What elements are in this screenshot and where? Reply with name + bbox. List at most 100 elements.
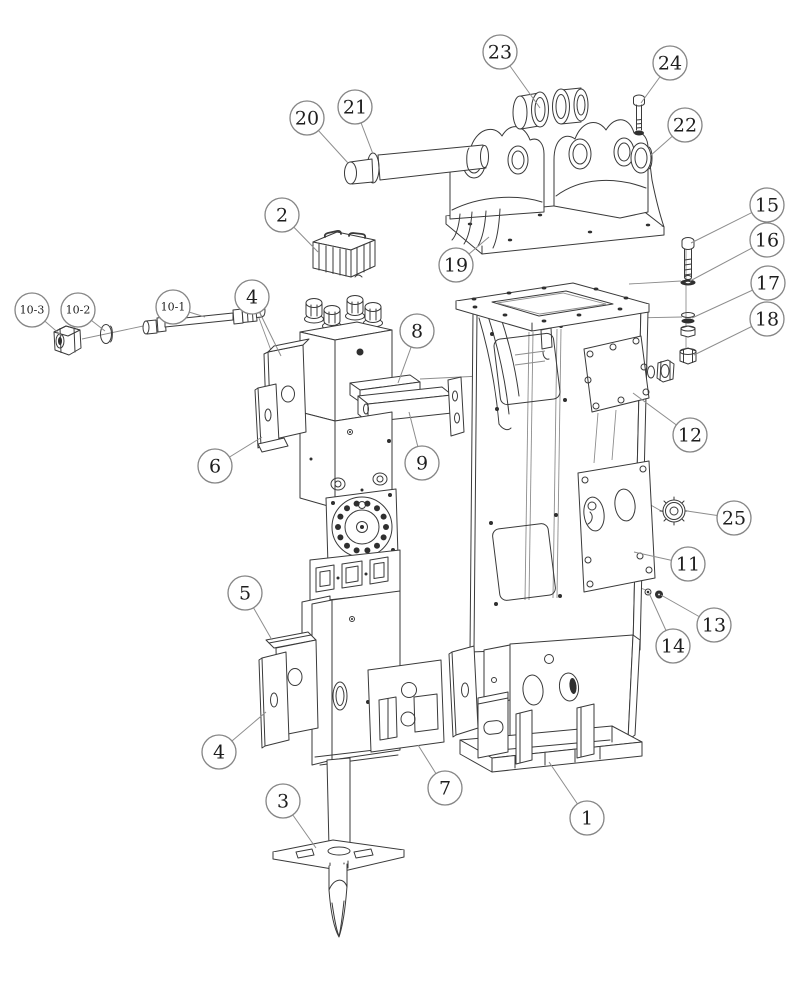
callout-25: 25 <box>686 500 752 536</box>
callout-label-16: 16 <box>755 230 779 252</box>
part-side-plate-6 <box>254 383 289 453</box>
callout-10-3: 10-3 <box>14 292 63 337</box>
callout-circle-7 <box>427 770 463 806</box>
callout-circle-9 <box>404 445 440 481</box>
part-power-cell <box>299 295 465 766</box>
callout-circle-10-2 <box>60 292 96 328</box>
callout-7: 7 <box>417 744 463 806</box>
part-pipe-washer-10-2 <box>100 324 113 344</box>
callout-circle-14 <box>655 628 691 664</box>
callout-19: 19 <box>438 236 490 283</box>
callout-label-10-3: 10-3 <box>20 304 45 317</box>
accumulator-face <box>325 488 399 566</box>
part-washer-16 <box>680 279 696 286</box>
callout-label-24: 24 <box>658 53 682 75</box>
callout-label-4b: 4 <box>213 742 225 764</box>
callout-circle-23 <box>482 34 518 70</box>
part-pin-21 <box>344 144 489 185</box>
callout-4b: 4 <box>201 711 267 770</box>
callout-15: 15 <box>690 187 785 244</box>
part-pipe-nut-10-3 <box>53 325 82 356</box>
flange-bolt-holes <box>471 286 629 323</box>
callout-label-22: 22 <box>673 115 697 137</box>
callout-23: 23 <box>482 34 541 109</box>
callout-17: 17 <box>691 265 786 319</box>
part-bushings-23 <box>512 87 589 130</box>
callout-circle-5 <box>227 575 263 611</box>
callout-label-4a: 4 <box>246 287 258 309</box>
callout-8: 8 <box>397 313 435 384</box>
callout-label-5: 5 <box>239 583 251 605</box>
callout-label-9: 9 <box>416 453 428 475</box>
part-side-wear-plate <box>448 645 479 738</box>
callout-circle-6 <box>197 448 233 484</box>
callout-circle-8 <box>399 313 435 349</box>
callout-label-7: 7 <box>439 778 451 800</box>
callout-2: 2 <box>264 197 319 253</box>
callout-11: 11 <box>633 546 706 582</box>
callout-20: 20 <box>289 100 349 164</box>
callout-label-1: 1 <box>581 808 593 830</box>
callout-label-14: 14 <box>661 636 685 658</box>
callout-circle-13 <box>696 607 732 643</box>
part-accumulator-block-2 <box>312 230 376 278</box>
callout-label-11: 11 <box>676 554 700 576</box>
callout-1: 1 <box>548 761 605 836</box>
callout-circle-15 <box>749 187 785 223</box>
callout-12: 12 <box>632 392 708 453</box>
callout-label-25: 25 <box>722 508 746 530</box>
callout-label-10-2: 10-2 <box>66 304 91 317</box>
part-ring-22 <box>630 142 653 174</box>
callout-circle-20 <box>289 100 325 136</box>
part-cover-plate-7 <box>367 659 445 753</box>
callout-circle-4b <box>201 734 237 770</box>
callout-circle-1 <box>569 800 605 836</box>
callout-label-8: 8 <box>411 321 423 343</box>
callout-label-20: 20 <box>295 108 319 130</box>
callout-22: 22 <box>649 107 703 157</box>
callout-label-23: 23 <box>488 42 512 64</box>
part-lower-side-cover-11 <box>577 460 656 593</box>
callout-label-18: 18 <box>755 309 779 331</box>
callout-label-12: 12 <box>678 425 702 447</box>
callout-circle-22 <box>667 107 703 143</box>
callout-circle-24 <box>652 45 688 81</box>
callout-10-2: 10-2 <box>60 292 106 332</box>
callout-24: 24 <box>640 45 688 104</box>
callout-14: 14 <box>648 592 691 664</box>
part-spring-washers-17 <box>680 312 696 338</box>
callout-21: 21 <box>337 89 374 155</box>
callout-9: 9 <box>404 411 440 481</box>
callout-label-2: 2 <box>276 205 288 227</box>
callout-label-10-1: 10-1 <box>161 301 186 314</box>
callout-4a: 4 <box>234 279 282 357</box>
callout-label-17: 17 <box>756 273 780 295</box>
callout-circle-25 <box>716 500 752 536</box>
callout-circle-17 <box>750 265 786 301</box>
callout-circle-4a <box>234 279 270 315</box>
callout-circle-12 <box>672 417 708 453</box>
callout-circle-16 <box>749 222 785 258</box>
callout-label-6: 6 <box>209 456 221 478</box>
part-chisel-3 <box>272 757 405 938</box>
bushing-step <box>309 549 401 603</box>
part-bolt-15 <box>681 237 695 280</box>
callout-label-13: 13 <box>702 615 726 637</box>
callout-10-1: 10-1 <box>155 289 206 325</box>
part-mounting-bracket-19 <box>344 87 665 255</box>
callout-label-19: 19 <box>444 255 468 277</box>
callout-circle-18 <box>749 301 785 337</box>
cover-nut-washer <box>647 359 675 383</box>
callout-label-15: 15 <box>755 195 779 217</box>
callout-label-3: 3 <box>277 791 289 813</box>
callout-circle-10-3 <box>14 292 50 328</box>
callout-circle-10-1 <box>155 289 191 325</box>
callout-6: 6 <box>197 436 263 484</box>
tie-rod-nuts <box>304 295 383 331</box>
part-screws-13-14 <box>644 588 663 599</box>
callout-13: 13 <box>660 594 732 643</box>
callout-18: 18 <box>693 301 785 356</box>
